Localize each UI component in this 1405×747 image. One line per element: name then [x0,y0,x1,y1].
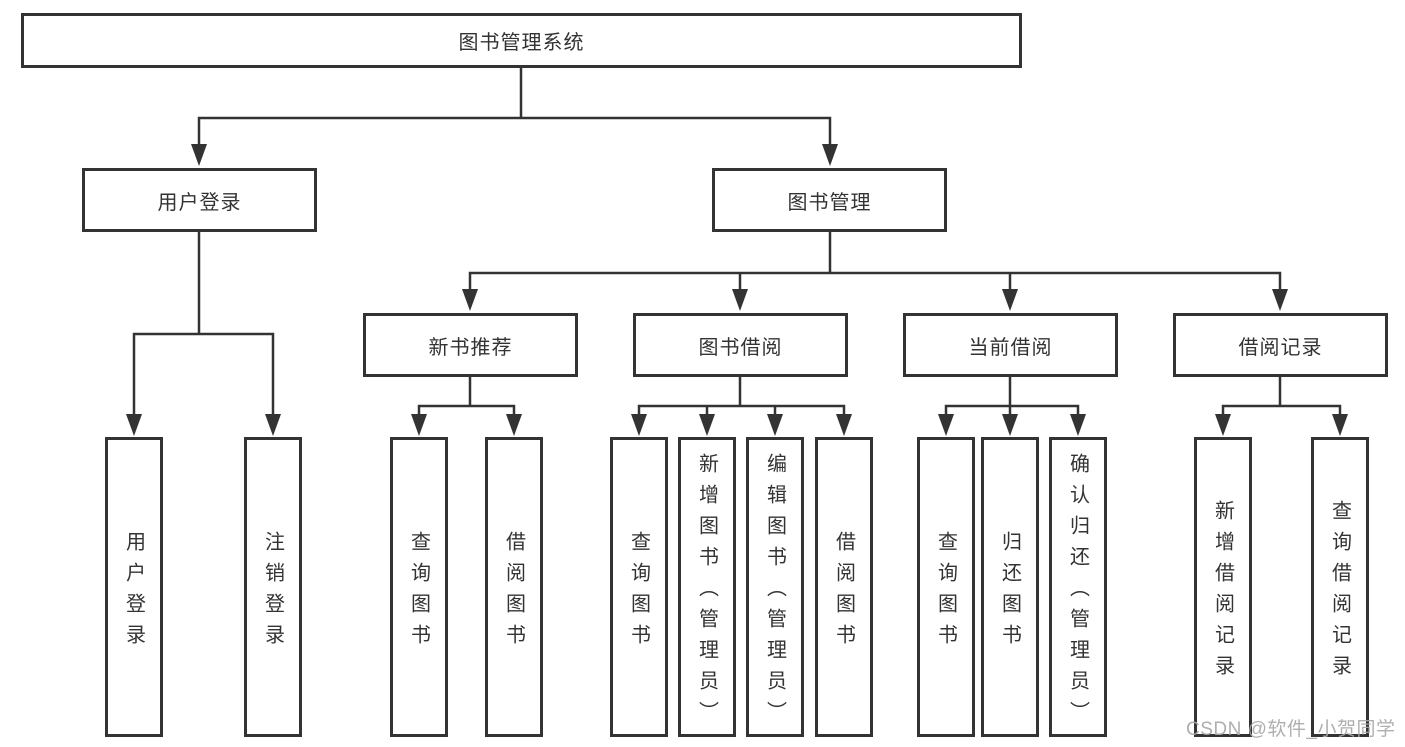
arrowhead-icon [191,144,207,166]
node-leaf-user-login: 用户登录 [105,437,163,737]
arrowhead-icon [1272,289,1288,311]
csdn-watermark: CSDN @软件_小贺同学 [1186,719,1396,740]
node-root-system: 图书管理系统 [21,13,1022,68]
node-label: 借阅记录 [1238,336,1323,359]
node-label: 新增图书（管理员） [695,453,718,732]
arrowhead-icon [1002,414,1018,436]
node-user-login: 用户登录 [82,168,317,232]
node-label: 注销登录 [261,530,284,655]
arrowhead-icon [822,144,838,166]
node-label: 确认归还（管理员） [1066,453,1089,732]
node-label: 新增借阅记录 [1211,499,1234,686]
node-leaf-return-books: 归还图书 [981,437,1039,737]
node-current-borrowing: 当前借阅 [903,313,1118,377]
node-label: 查询图书 [627,530,650,655]
connector-new-book-recommend-children [411,375,522,436]
node-label: 图书管理 [787,191,872,214]
connector-borrowing-records-children [1215,375,1348,436]
arrowhead-icon [732,289,748,311]
node-leaf-add-books-admin: 新增图书（管理员） [678,437,736,737]
node-label: 用户登录 [122,530,145,655]
node-book-management: 图书管理 [712,168,947,232]
arrowhead-icon [411,414,427,436]
node-label: 查询图书 [407,530,430,655]
node-label: 图书管理系统 [458,32,585,54]
arrowhead-icon [1070,414,1086,436]
node-leaf-borrow-books-recommend: 借阅图书 [485,437,543,737]
node-label: 归还图书 [998,530,1021,655]
node-leaf-query-books-borrowing: 查询图书 [610,437,668,737]
node-label: 查询借阅记录 [1328,499,1351,686]
node-label: 查询图书 [934,530,957,655]
node-label: 借阅图书 [502,530,525,655]
arrowhead-icon [836,414,852,436]
arrowhead-icon [938,414,954,436]
arrowhead-icon [506,414,522,436]
arrowhead-icon [631,414,647,436]
arrowhead-icon [1215,414,1231,436]
connector-root-to-level1 [191,66,838,166]
node-new-book-recommend: 新书推荐 [363,313,578,377]
connector-user-login-children [126,230,281,436]
node-label: 新书推荐 [428,336,513,359]
connector-book-borrowing-children [631,375,852,436]
arrowhead-icon [265,414,281,436]
arrowhead-icon [767,414,783,436]
node-book-borrowing: 图书借阅 [633,313,848,377]
node-label: 图书借阅 [698,336,783,359]
node-label: 当前借阅 [968,336,1053,359]
node-leaf-confirm-return-admin: 确认归还（管理员） [1049,437,1107,737]
node-leaf-query-books-recommend: 查询图书 [390,437,448,737]
arrowhead-icon [1332,414,1348,436]
node-borrowing-records: 借阅记录 [1173,313,1388,377]
arrowhead-icon [699,414,715,436]
arrowhead-icon [462,289,478,311]
node-label: 编辑图书（管理员） [763,453,786,732]
node-leaf-add-borrow-record: 新增借阅记录 [1194,437,1252,737]
node-leaf-borrow-books-borrowing: 借阅图书 [815,437,873,737]
node-label: 用户登录 [157,191,242,214]
node-leaf-query-borrow-record: 查询借阅记录 [1311,437,1369,737]
arrowhead-icon [1002,289,1018,311]
node-leaf-query-books-current: 查询图书 [917,437,975,737]
connector-current-borrowing-children [938,375,1086,436]
node-leaf-logout: 注销登录 [244,437,302,737]
node-leaf-edit-books-admin: 编辑图书（管理员） [746,437,804,737]
connector-book-management-children [462,230,1288,311]
arrowhead-icon [126,414,142,436]
node-label: 借阅图书 [832,530,855,655]
